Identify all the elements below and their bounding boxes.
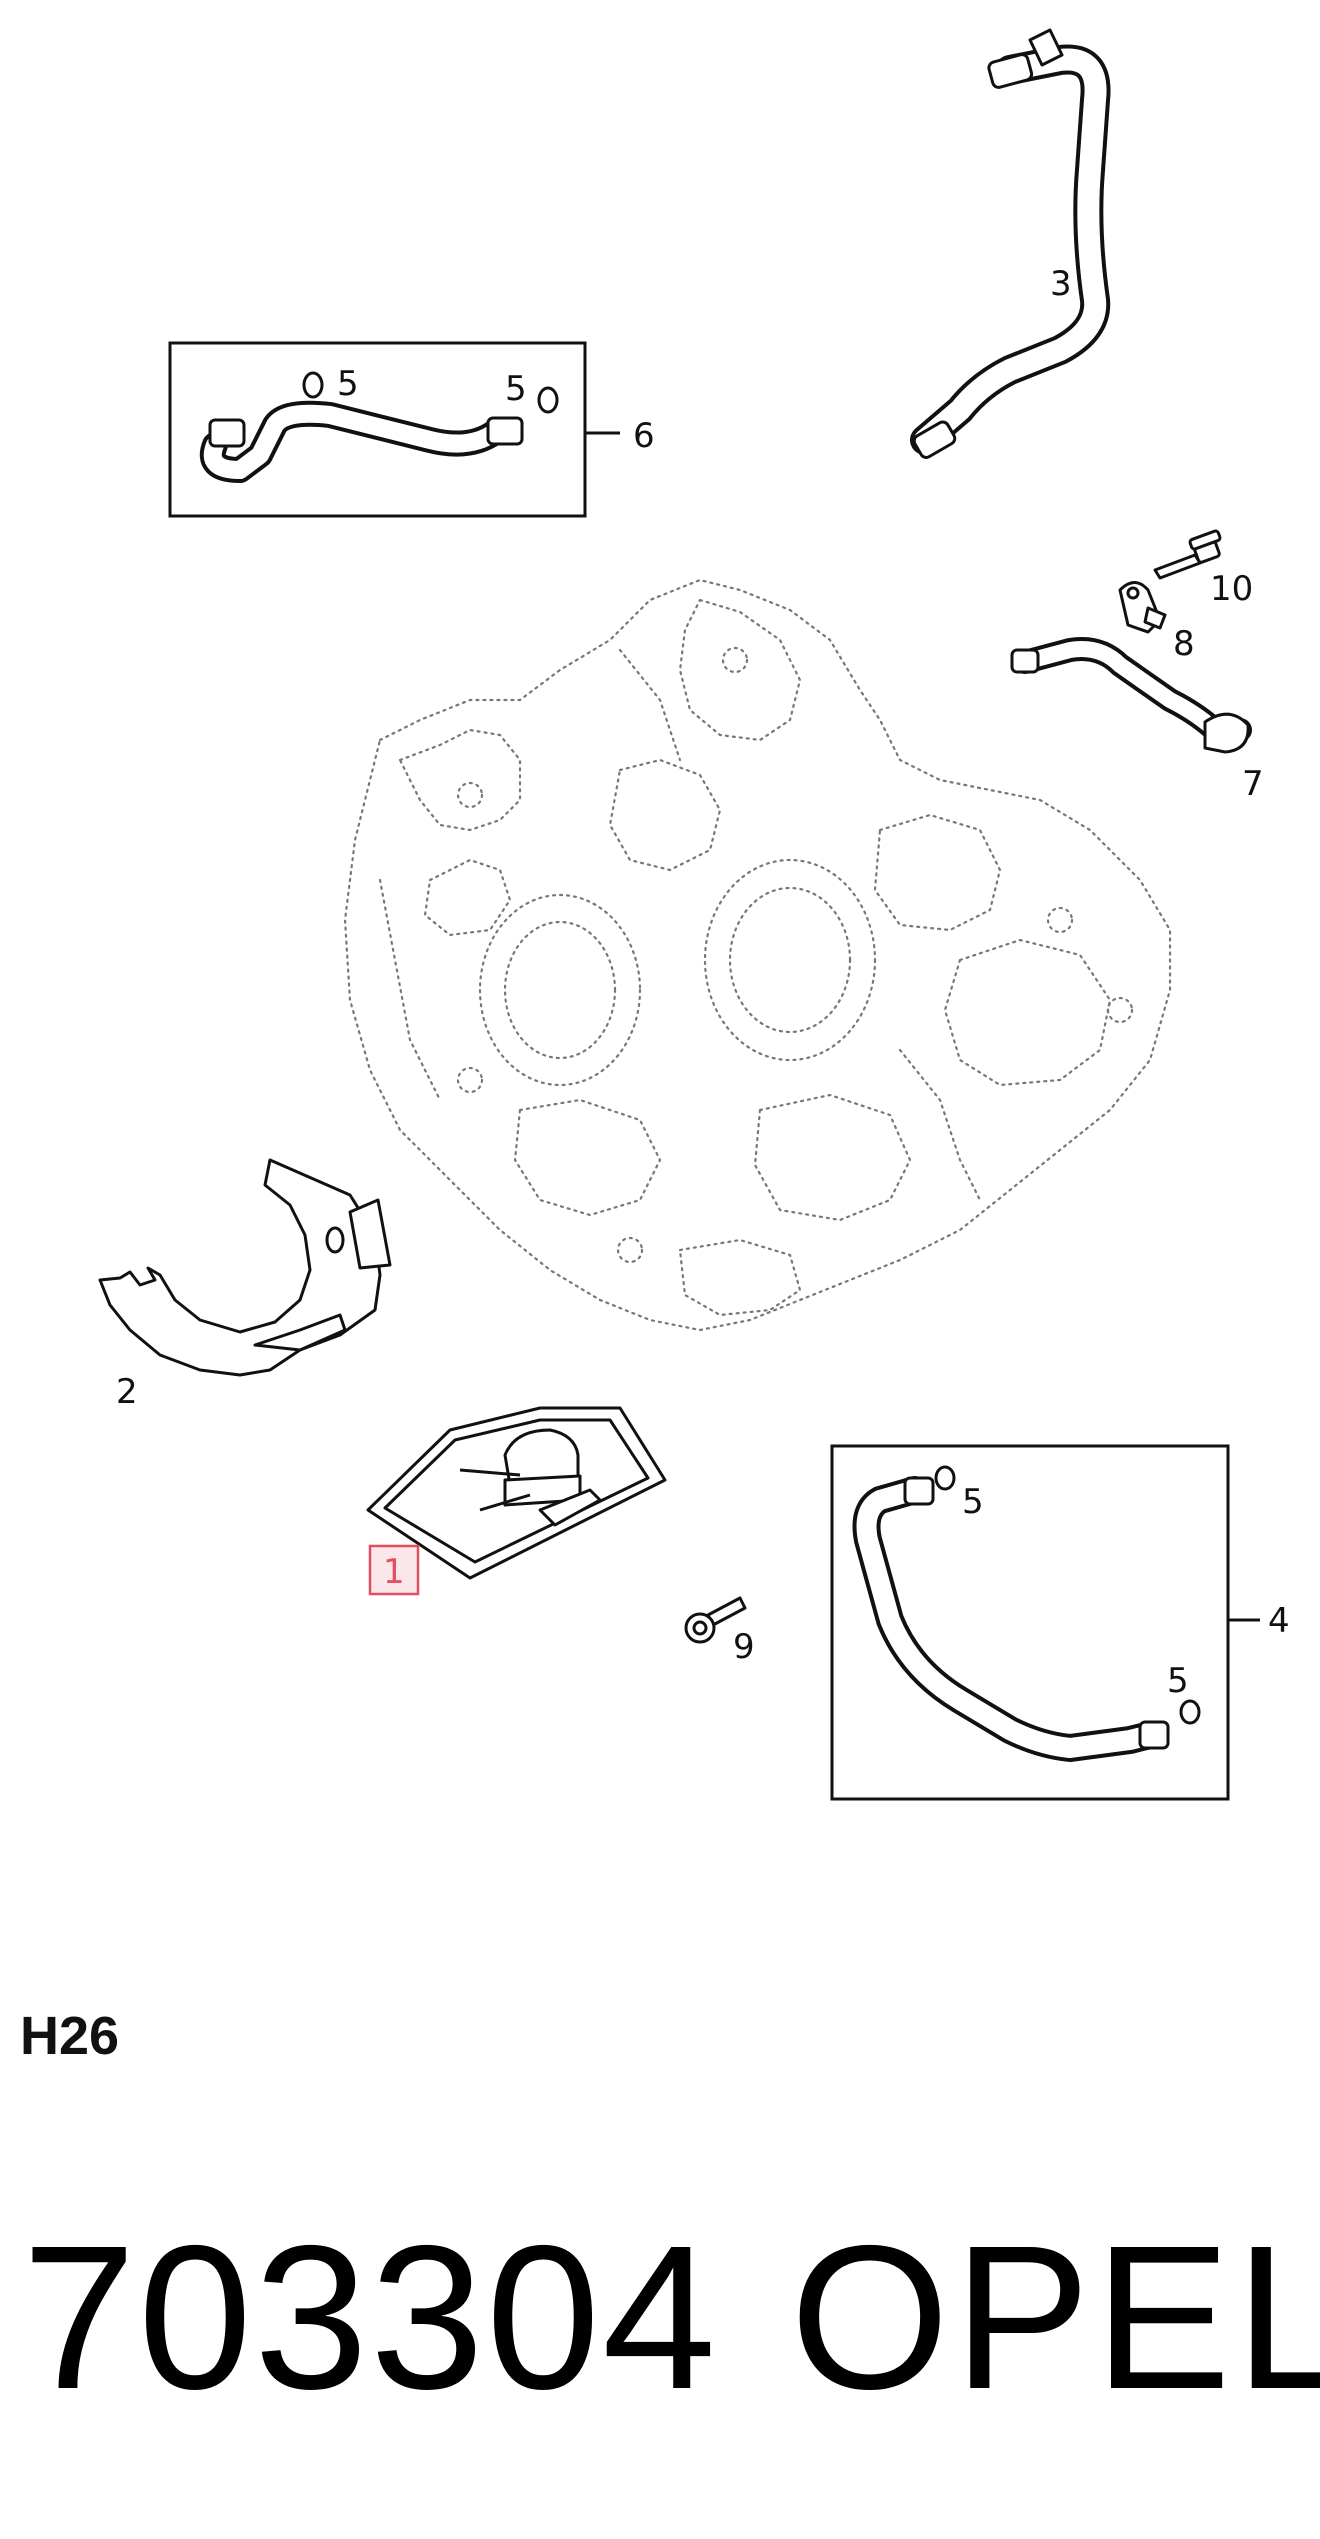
callout-9: 9 <box>733 1627 755 1667</box>
callout-2: 2 <box>116 1372 138 1412</box>
o-ring-icon <box>302 371 324 399</box>
part-6-box <box>168 341 587 518</box>
callout-5a: 5 <box>337 364 359 404</box>
highlight-box <box>368 1544 420 1596</box>
pipe-part-3 <box>910 28 1111 459</box>
o-ring-icon <box>934 1465 956 1491</box>
callout-1: 1 <box>383 1552 405 1592</box>
shield-part-2 <box>98 1158 392 1377</box>
o-ring-icon <box>1179 1699 1201 1725</box>
diagram-code: H26 <box>20 2006 120 2066</box>
callout-3: 3 <box>1050 264 1072 304</box>
part-6-group <box>168 341 620 518</box>
cover-part-1 <box>366 1406 667 1580</box>
callout-7: 7 <box>1242 764 1264 804</box>
brand-name: OPEL <box>790 2203 1320 2432</box>
callout-4: 4 <box>1268 1601 1290 1641</box>
bolt-part-10 <box>1153 529 1222 580</box>
callout-6: 6 <box>633 416 655 456</box>
callout-8: 8 <box>1173 624 1195 664</box>
gearbox-housing <box>343 578 1172 1332</box>
callout-5b: 5 <box>505 369 527 409</box>
callout-5d: 5 <box>1167 1661 1189 1701</box>
pipe-part-7 <box>1010 637 1252 754</box>
callout-5c: 5 <box>962 1482 984 1522</box>
o-ring-icon <box>537 386 559 414</box>
parts-diagram: 3 5 5 6 10 8 7 2 1 5 4 9 5 <box>98 28 1290 1801</box>
part-number: 703304 <box>22 2203 719 2432</box>
callout-10: 10 <box>1210 569 1253 609</box>
part-4-box <box>830 1444 1230 1801</box>
bolt-part-9 <box>684 1596 747 1644</box>
part-4-group <box>830 1444 1260 1801</box>
bracket-part-8 <box>1118 581 1167 634</box>
